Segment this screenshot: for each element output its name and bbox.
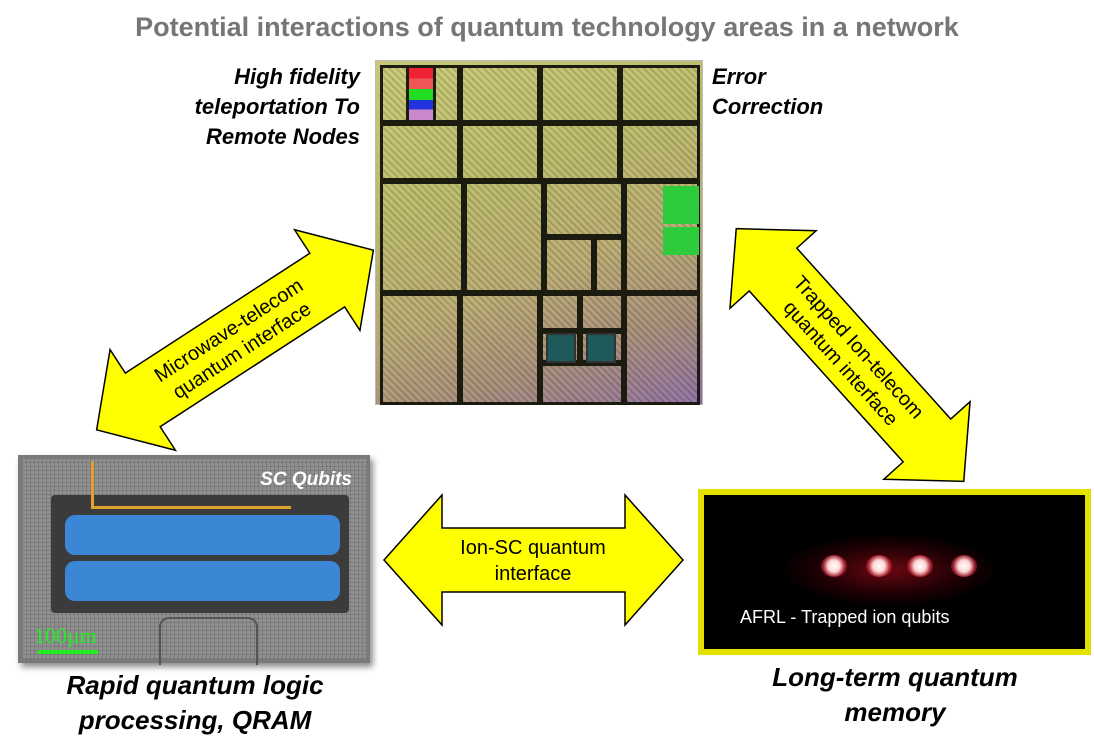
sc-qubit-image: SC Qubits 100µm <box>18 455 370 665</box>
scale-label: 100µm <box>34 623 97 648</box>
microwave-telecom-arrow: Microwave-telecom quantum interface <box>95 228 375 452</box>
caption-quantum-logic: Rapid quantum logic processing, QRAM <box>30 668 360 738</box>
caption-line: Long-term quantum <box>772 662 1018 692</box>
trapped-ion-image: AFRL - Trapped ion qubits <box>698 489 1091 655</box>
trapped-ion-label: AFRL - Trapped ion qubits <box>740 607 950 627</box>
caption-quantum-memory: Long-term quantum memory <box>730 660 1060 730</box>
caption-line: Remote Nodes <box>205 124 360 149</box>
caption-line: Error <box>712 64 766 89</box>
ion-dot <box>951 555 977 577</box>
caption-line: processing, QRAM <box>78 705 312 735</box>
caption-line: High fidelity <box>234 64 360 89</box>
caption-line: Correction <box>712 94 824 119</box>
caption-line: memory <box>844 697 946 727</box>
arrow-label: Ion-SC quantum <box>460 537 606 559</box>
ion-dot <box>907 555 933 577</box>
scale-bar <box>38 650 98 654</box>
caption-line: teleportation To <box>194 94 360 119</box>
caption-line: Rapid quantum logic <box>66 670 324 700</box>
photonic-chip-image <box>376 61 702 405</box>
ion-dot <box>866 555 892 577</box>
sc-qubits-label: SC Qubits <box>260 469 352 490</box>
ion-sc-arrow: Ion-SC quantum interface <box>382 493 685 627</box>
arrow-label: interface <box>495 563 572 585</box>
caption-error-correction: Error Correction <box>712 62 912 122</box>
ion-dot <box>821 555 847 577</box>
trapped-ion-telecom-arrow: Trapped Ion-telecom quantum interface <box>729 227 971 483</box>
diagram-title: Potential interactions of quantum techno… <box>135 12 959 42</box>
caption-teleportation: High fidelity teleportation To Remote No… <box>120 62 360 152</box>
